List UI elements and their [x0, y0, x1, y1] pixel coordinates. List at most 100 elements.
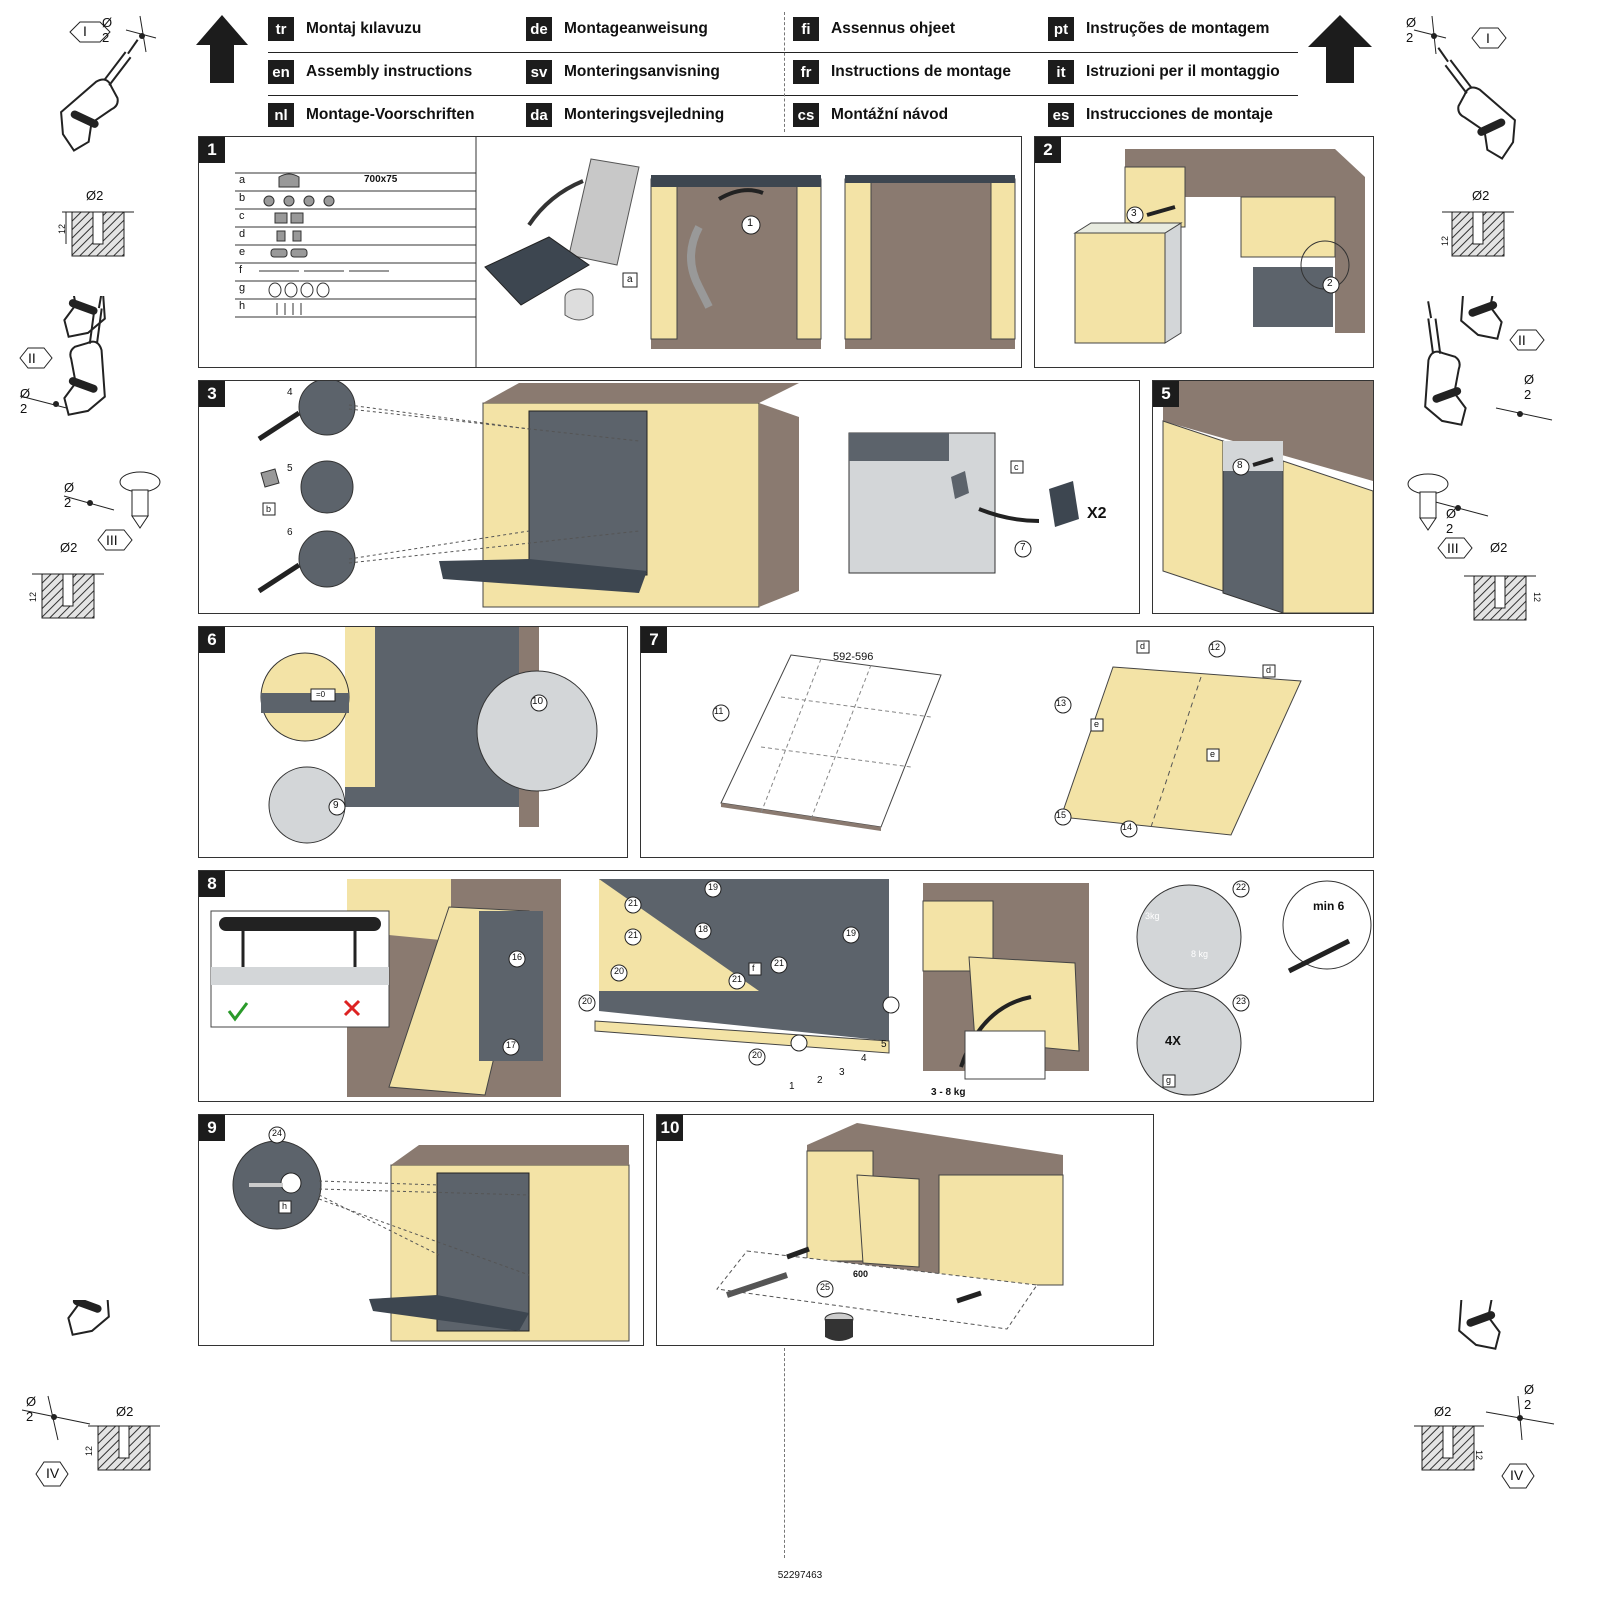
- depth-label: 12: [1532, 591, 1543, 603]
- drill-diameter-label: Ø 2: [64, 480, 75, 510]
- depth-label: 12: [1440, 235, 1451, 247]
- weight-label: 3 - 8 kg: [931, 1087, 966, 1098]
- step-panel-6: 6 10 9 =0: [198, 626, 628, 858]
- language-item: nl Montage-Voorschriften: [268, 102, 475, 128]
- lang-title: Instruções de montagem: [1086, 20, 1270, 37]
- part-tag: a: [627, 274, 633, 285]
- dimension-label: 600: [853, 1269, 869, 1279]
- lang-code: cs: [793, 103, 819, 127]
- language-item: en Assembly instructions: [268, 59, 472, 85]
- callout-number: 22: [1236, 882, 1247, 892]
- drill-diameter-label: Ø 2: [26, 1394, 37, 1424]
- dimension-label: 592-596: [833, 651, 874, 663]
- callout-number: 6: [287, 527, 293, 538]
- lang-code: pt: [1048, 17, 1074, 41]
- step-label-roman: I: [1486, 30, 1490, 46]
- callout-number: 4: [287, 387, 293, 398]
- callout-number: 8: [1237, 460, 1243, 471]
- step-label-roman: IV: [1510, 1467, 1524, 1483]
- step-number: 8: [199, 871, 225, 897]
- hole-diameter-label: Ø2: [1434, 1404, 1452, 1419]
- callout-number: 21: [732, 974, 743, 984]
- lang-code: tr: [268, 17, 294, 41]
- step-panel-2: 2 3 2: [1034, 136, 1374, 368]
- torque-min-label: min 6: [1313, 899, 1345, 913]
- part-tag: d: [1266, 665, 1272, 675]
- step-number: 2: [1035, 137, 1061, 163]
- callout-number: 17: [506, 1040, 517, 1050]
- language-item: it Istruzioni per il montaggio: [1048, 59, 1280, 85]
- part-tag: b: [266, 504, 272, 514]
- lang-code: nl: [268, 103, 294, 127]
- lang-code: fr: [793, 60, 819, 84]
- step-label-roman: I: [83, 23, 87, 39]
- lang-code: de: [526, 17, 552, 41]
- part-letter: f: [239, 264, 243, 276]
- callout-number: 20: [614, 966, 625, 976]
- lang-title: Montage-Voorschriften: [306, 106, 475, 123]
- gap-label: =0: [316, 690, 326, 699]
- spring-tension-label: 8 kg: [1191, 949, 1209, 959]
- part-letter: b: [239, 192, 246, 204]
- step-label-roman: III: [1447, 540, 1459, 556]
- part-tag: d: [1140, 641, 1146, 651]
- lang-code: es: [1048, 103, 1074, 127]
- drill-diameter-label: Ø 2: [1524, 372, 1535, 402]
- part-letter: g: [239, 282, 246, 294]
- lang-title: Montaj kılavuzu: [306, 20, 422, 37]
- step-number: 3: [199, 381, 225, 407]
- lang-code: en: [268, 60, 294, 84]
- callout-number: 13: [1056, 698, 1067, 708]
- lang-title: Instructions de montage: [831, 63, 1011, 80]
- step-number: 7: [641, 627, 667, 653]
- up-arrow-icon: [1308, 15, 1372, 83]
- part-tag: e: [1210, 749, 1216, 759]
- hole-diameter-label: Ø2: [60, 540, 78, 555]
- callout-number: 20: [752, 1050, 763, 1060]
- callout-number: 19: [708, 882, 719, 892]
- language-item: da Monteringsvejledning: [526, 102, 724, 128]
- lang-title: Istruzioni per il montaggio: [1086, 63, 1280, 80]
- lang-code: sv: [526, 60, 552, 84]
- step-number: 1: [199, 137, 225, 163]
- layer-label: 3: [839, 1067, 845, 1078]
- language-item: cs Montážní návod: [793, 102, 948, 128]
- step-panel-1: 1: [198, 136, 1022, 368]
- step-panel-5: 5 8: [1152, 380, 1374, 614]
- drill-diameter-label: Ø 2: [1446, 506, 1457, 536]
- step-number: 9: [199, 1115, 225, 1141]
- part-letter: c: [239, 210, 245, 222]
- lang-title: Montageanweisung: [564, 20, 708, 37]
- quantity-label: X2: [1087, 505, 1107, 522]
- drill-diameter-label: Ø 2: [1524, 1382, 1535, 1412]
- callout-number: 21: [628, 930, 639, 940]
- part-letter: h: [239, 300, 246, 312]
- callout-number: 23: [1236, 996, 1247, 1006]
- lang-title: Instrucciones de montaje: [1086, 106, 1273, 123]
- step-number: 6: [199, 627, 225, 653]
- hole-diameter-label: Ø2: [1490, 540, 1508, 555]
- layer-label: 1: [789, 1081, 795, 1092]
- lang-title: Assembly instructions: [306, 63, 473, 80]
- lang-title: Monteringsvejledning: [564, 106, 725, 123]
- callout-number: 20: [582, 996, 593, 1006]
- step-label-roman: II: [28, 350, 36, 366]
- spring-tension-label: 3kg: [1145, 911, 1160, 921]
- callout-number: 21: [628, 898, 639, 908]
- callout-number: 10: [532, 696, 544, 707]
- layer-label: 5: [881, 1039, 887, 1050]
- callout-number: 5: [287, 463, 293, 474]
- part-letter: e: [239, 246, 246, 258]
- depth-label: 12: [84, 1445, 95, 1457]
- step-number: 10: [657, 1115, 683, 1141]
- drill-diameter-label: Ø 2: [102, 15, 113, 45]
- language-item: es Instrucciones de montaje: [1048, 102, 1273, 128]
- language-item: tr Montaj kılavuzu: [268, 16, 421, 42]
- step-label-roman: II: [1518, 332, 1526, 348]
- step-label-roman: IV: [46, 1465, 60, 1481]
- lang-code: it: [1048, 60, 1074, 84]
- hole-diameter-label: Ø2: [116, 1404, 134, 1419]
- callout-number: 7: [1020, 542, 1026, 553]
- center-fold-line: [784, 1348, 785, 1558]
- language-item: pt Instruções de montagem: [1048, 16, 1269, 42]
